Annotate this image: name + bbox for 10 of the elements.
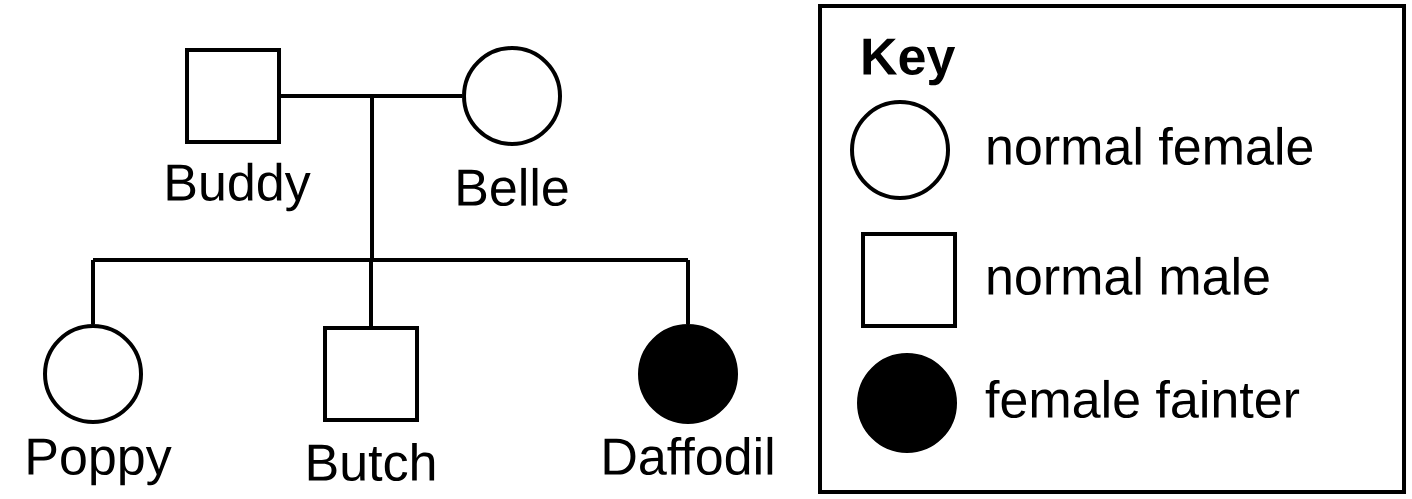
key-heading: Key <box>863 38 956 86</box>
person-name: Buddy <box>167 162 311 212</box>
legend-text: normal female <box>988 126 1313 166</box>
person-name: Poppy <box>28 438 172 486</box>
person-name: Daffodil <box>604 436 773 476</box>
person-name: Belle <box>458 167 568 207</box>
legend-text: normal male <box>988 256 1269 296</box>
legend-text: female fainter <box>985 379 1300 419</box>
person-name: Butch <box>308 442 435 482</box>
mating-line <box>281 94 462 98</box>
